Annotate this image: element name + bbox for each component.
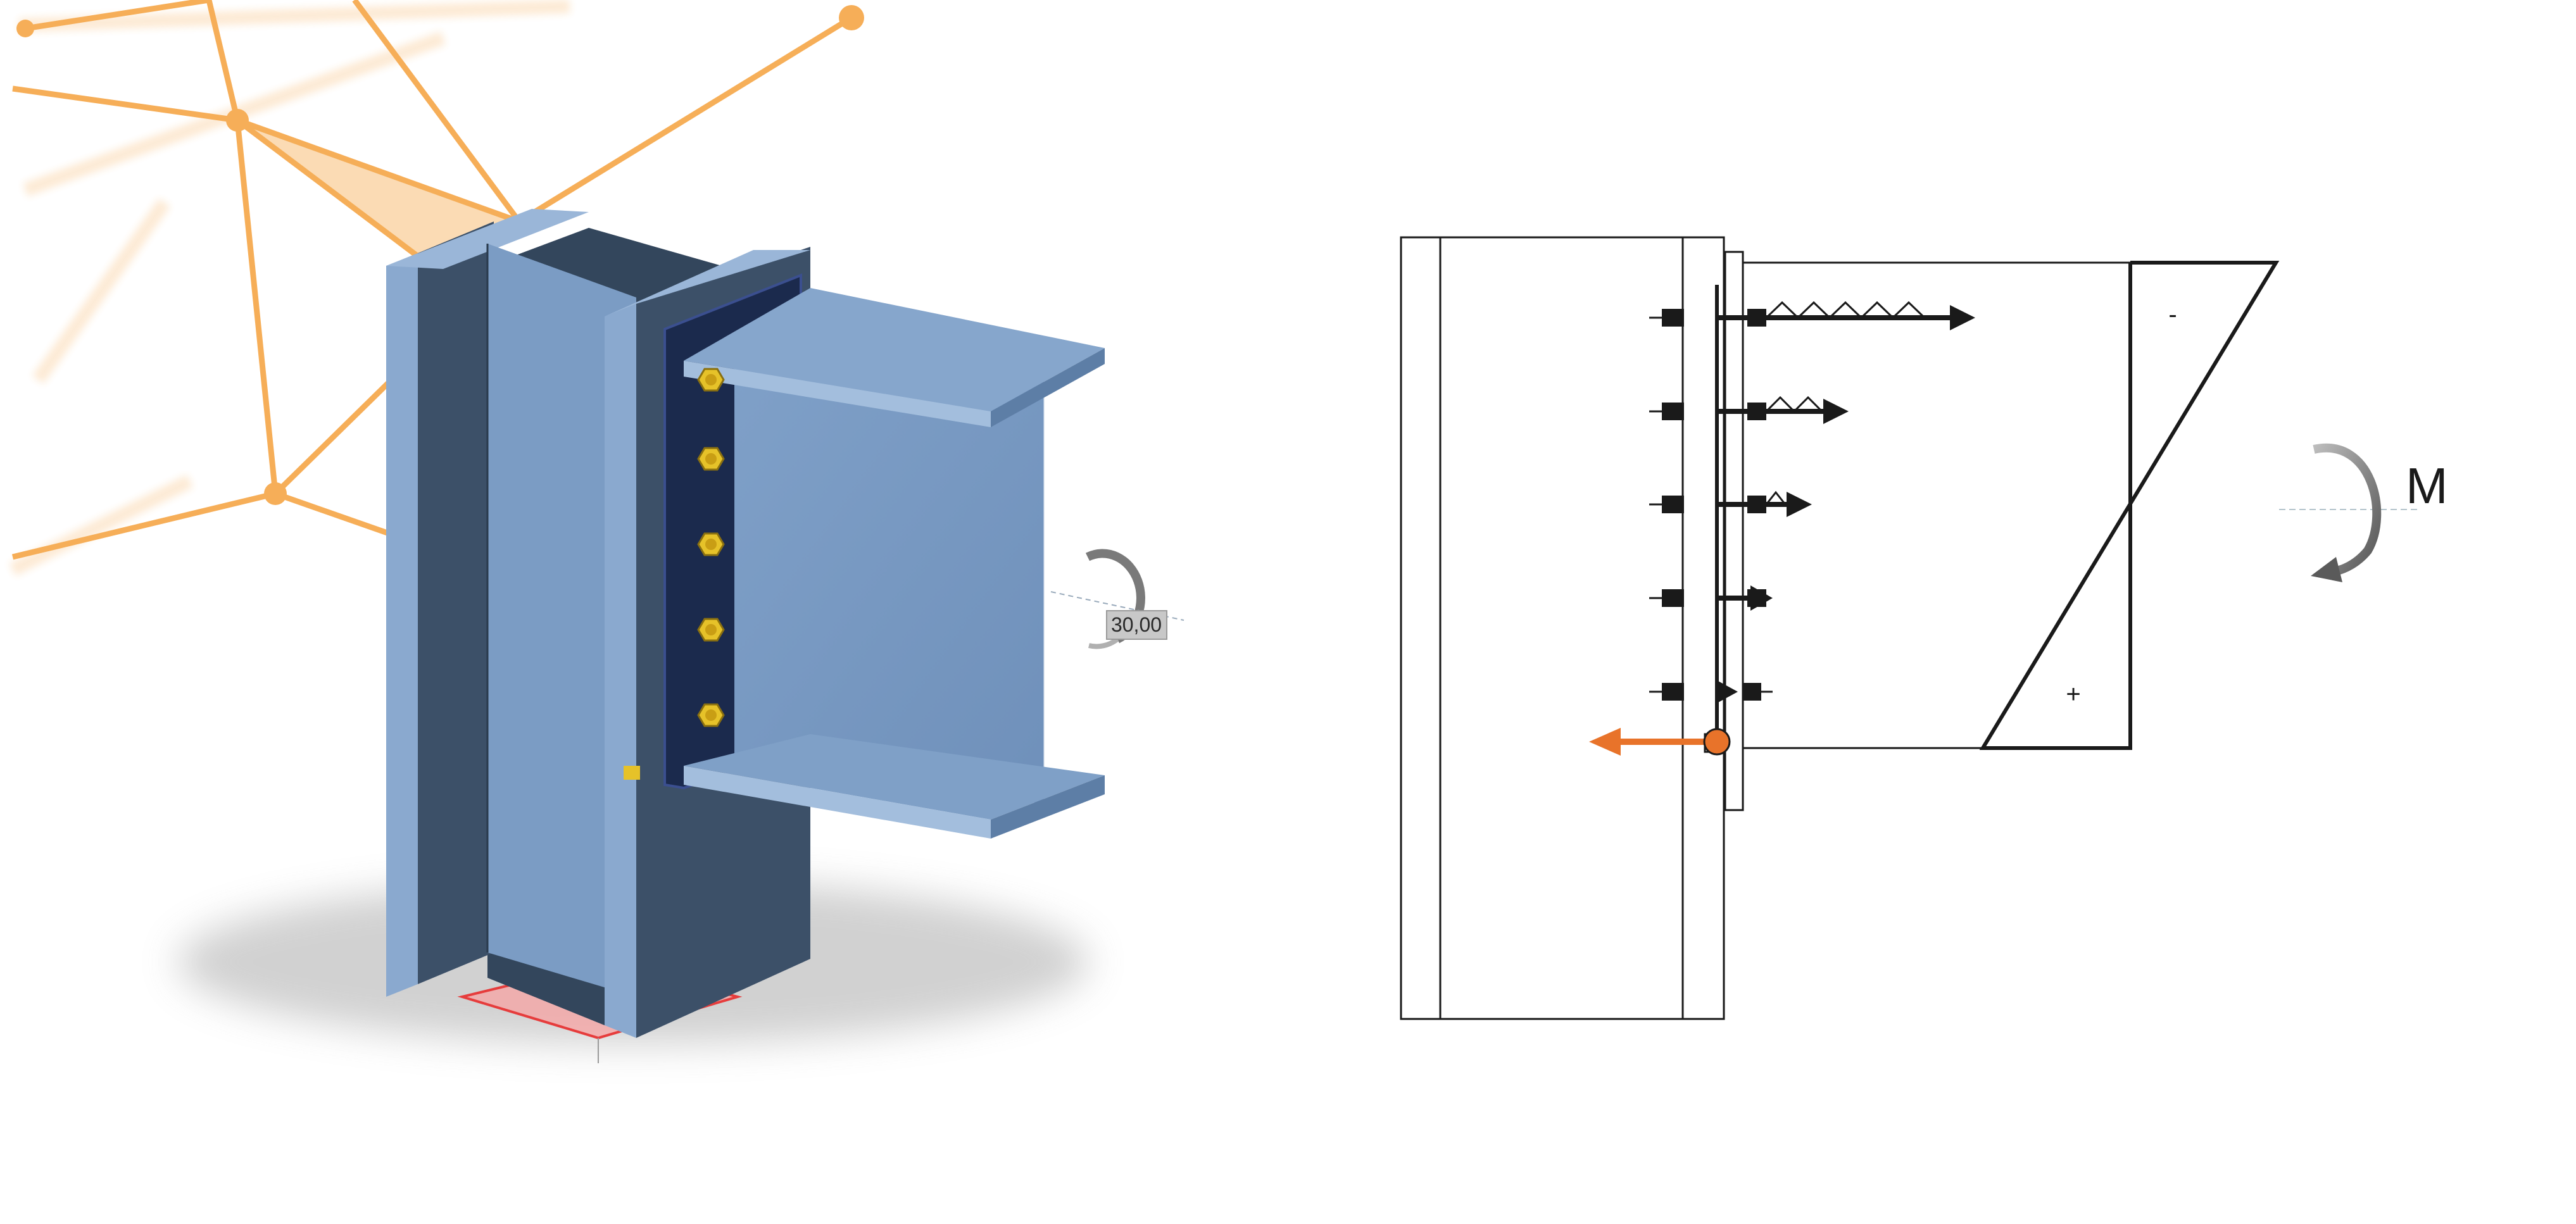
rotation-label-box bbox=[1106, 610, 1167, 640]
end-plate-outline bbox=[1724, 251, 1744, 811]
bolt-rows bbox=[1649, 301, 1975, 703]
bolt-group bbox=[697, 368, 725, 727]
model-view: 30,00 bbox=[9, 0, 1184, 1063]
bolt bbox=[697, 618, 725, 642]
moment-label: M bbox=[2406, 458, 2448, 514]
bolt-row-2 bbox=[1649, 396, 1849, 424]
column-outline bbox=[1400, 236, 1725, 1020]
pivot-point bbox=[1703, 728, 1731, 756]
bolt-row-1 bbox=[1649, 301, 1975, 330]
bolt-row-5 bbox=[1649, 680, 1773, 703]
bolt bbox=[697, 703, 725, 727]
rotation-label: 30,00 bbox=[1111, 613, 1162, 636]
force-diagram: - + bbox=[1400, 236, 2448, 1020]
compression-reaction bbox=[1589, 728, 1731, 756]
tension-sign: + bbox=[2066, 680, 2080, 708]
bolt-row-4 bbox=[1649, 585, 1773, 611]
rotation-indicator[interactable]: 30,00 bbox=[1050, 549, 1184, 649]
compression-sign: - bbox=[2168, 301, 2177, 328]
bolt bbox=[697, 532, 725, 556]
beam bbox=[684, 288, 1105, 839]
moment-indicator: M bbox=[2279, 443, 2448, 582]
bolt bbox=[697, 447, 725, 471]
stress-distribution: - + bbox=[1979, 261, 2280, 750]
bolt bbox=[697, 368, 725, 392]
bolt-row-3 bbox=[1649, 490, 1812, 517]
